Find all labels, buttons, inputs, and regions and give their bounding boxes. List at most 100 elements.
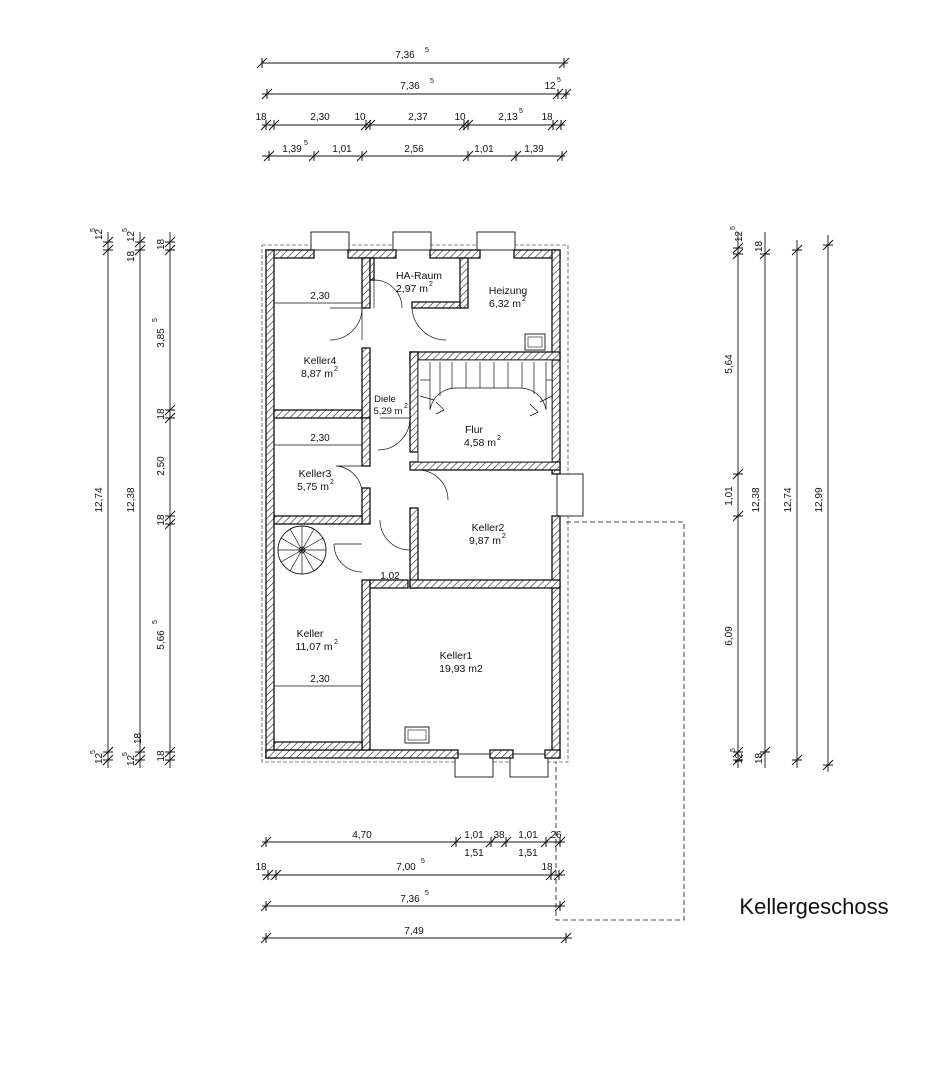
room-label-heizung: Heizung 6,32 m 2 xyxy=(489,285,528,310)
exp: 5 xyxy=(122,752,129,756)
top-row-4-c: 2,56 xyxy=(404,144,424,155)
door-swing xyxy=(373,279,403,309)
exp: 5 xyxy=(421,858,425,865)
room-area: 2,97 m xyxy=(396,283,428,295)
top-row-3-f: 2,13 xyxy=(498,112,518,123)
top-row-1: 7,36 5 xyxy=(256,47,570,69)
exp: 5 xyxy=(152,318,159,322)
bottom-row-2-b: 7,00 xyxy=(396,862,416,873)
bottom-row-3-total: 7,36 xyxy=(400,894,420,905)
door-swing xyxy=(333,543,363,573)
room-name: Heizung xyxy=(489,285,528,297)
bottom-row-3: 7,36 5 xyxy=(260,890,566,912)
left-col-3: 18 3,85 5 18 2,50 18 5,66 5 18 xyxy=(152,232,176,768)
exp: 5 xyxy=(730,226,737,230)
exterior-outline-dashed xyxy=(555,521,685,921)
exp: 5 xyxy=(304,140,308,147)
light-wells xyxy=(310,231,584,778)
room-area: 5,75 m xyxy=(297,481,329,493)
exp: 5 xyxy=(425,890,429,897)
right-col-2: 18 12,38 18 xyxy=(751,232,771,768)
room-name: Keller3 xyxy=(299,468,332,480)
exp: 5 xyxy=(152,620,159,624)
room-name: Keller1 xyxy=(440,650,473,662)
room-area: 19,93 m2 xyxy=(439,663,483,675)
room-label-keller2: Keller2 9,87 m 2 xyxy=(469,522,506,547)
room-name: Keller2 xyxy=(472,522,505,534)
area-exp: 2 xyxy=(334,366,338,373)
room-label-keller4: Keller4 8,87 m 2 xyxy=(301,355,338,380)
right-col-4-total: 12,99 xyxy=(814,487,825,512)
left-col-3-e: 18 xyxy=(156,514,167,526)
left-col-2-bottom-b: 18 xyxy=(133,732,144,744)
light-well xyxy=(454,753,494,778)
room-area: 8,87 m xyxy=(301,368,333,380)
passage-dim: 1,02 xyxy=(380,571,400,582)
right-col-2-total: 12,38 xyxy=(751,487,762,512)
room-label-ha-raum: HA-Raum 2,97 m 2 xyxy=(396,270,442,295)
right-col-1-a: 5,64 xyxy=(724,354,735,374)
bottom-row-1b-a: 1,51 xyxy=(464,848,484,859)
exp: 5 xyxy=(519,108,523,115)
top-row-4: 1,39 5 1,01 2,56 1,01 1,39 xyxy=(262,140,568,162)
right-col-1-bottom: 12 xyxy=(734,752,745,764)
light-well xyxy=(392,231,432,251)
bottom-row-1-d: 1,01 xyxy=(518,830,538,841)
light-well xyxy=(556,473,584,517)
exp: 5 xyxy=(430,78,434,85)
room-area: 9,87 m xyxy=(469,535,501,547)
room-area: 5,29 m xyxy=(373,406,402,417)
main-staircase xyxy=(417,359,553,463)
light-well xyxy=(310,231,350,251)
door-swing xyxy=(417,469,449,501)
right-col-2-top: 18 xyxy=(754,240,765,252)
exp: 5 xyxy=(122,228,129,232)
door-swing xyxy=(335,465,363,493)
room-name: Flur xyxy=(465,424,484,436)
area-exp: 2 xyxy=(522,296,526,303)
door-swing xyxy=(379,508,411,551)
top-row-3-g: 18 xyxy=(541,112,553,123)
top-row-3-e: 10 xyxy=(454,112,466,123)
door-swing xyxy=(329,307,363,341)
right-col-3-total: 12,74 xyxy=(783,487,794,512)
left-col-1-top: 12 xyxy=(94,228,105,240)
right-col-2-bottom: 18 xyxy=(754,752,765,764)
bottom-row-2-a: 18 xyxy=(255,862,267,873)
left-col-1-bottom: 12 xyxy=(94,752,105,764)
bottom-dimension-chain: 4,70 1,01 38 1,01 26 1,51 1,51 18 7,00 5… xyxy=(255,830,572,944)
top-row-2-right: 12 xyxy=(544,81,556,92)
light-well xyxy=(476,231,516,251)
top-row-4-a: 1,39 xyxy=(282,144,302,155)
room-name: HA-Raum xyxy=(396,270,442,282)
room-label-keller: Keller 11,07 m 2 xyxy=(295,628,338,653)
area-exp: 2 xyxy=(330,479,334,486)
bottom-row-1: 4,70 1,01 38 1,01 26 1,51 1,51 xyxy=(260,830,566,859)
left-col-3-f: 5,66 xyxy=(156,630,167,650)
top-row-4-d: 1,01 xyxy=(474,144,494,155)
bottom-row-4-total: 7,49 xyxy=(404,926,424,937)
left-col-3-d: 2,50 xyxy=(156,456,167,476)
room-name: Keller xyxy=(297,628,324,640)
light-well xyxy=(509,753,549,778)
top-row-3-d: 2,37 xyxy=(408,112,428,123)
room-label-keller1: Keller1 19,93 m2 xyxy=(439,650,483,675)
bottom-row-1-c: 38 xyxy=(493,830,505,841)
room-area: 6,32 m xyxy=(489,298,521,310)
room-label-keller3: Keller3 5,75 m 2 xyxy=(297,468,334,493)
area-exp: 2 xyxy=(334,639,338,646)
area-exp: 2 xyxy=(404,403,408,410)
fixtures xyxy=(404,333,546,744)
top-row-4-b: 1,01 xyxy=(332,144,352,155)
left-col-1-total: 12,74 xyxy=(94,487,105,512)
exp: 5 xyxy=(90,228,97,232)
bottom-row-1b-b: 1,51 xyxy=(518,848,538,859)
left-col-3-a: 18 xyxy=(156,238,167,250)
right-col-1-c: 6,09 xyxy=(724,626,735,646)
keller4-width-dim: 2,30 xyxy=(310,291,330,302)
exp: 5 xyxy=(425,47,429,54)
exp: 5 xyxy=(557,77,561,84)
area-exp: 2 xyxy=(497,435,501,442)
left-col-2-total: 12,38 xyxy=(126,487,137,512)
